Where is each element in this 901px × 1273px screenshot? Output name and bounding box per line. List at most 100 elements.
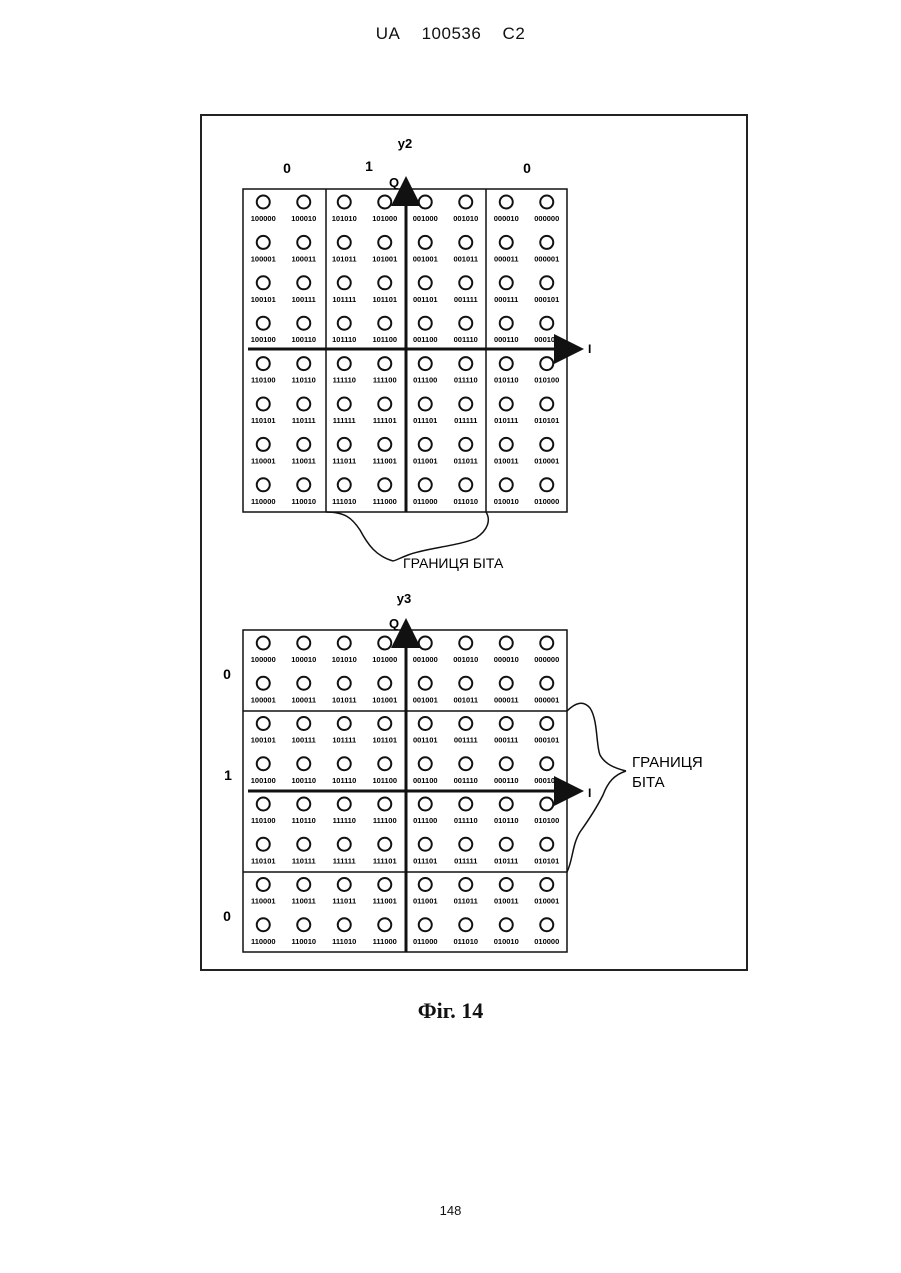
top-point-code: 011010 bbox=[453, 497, 478, 506]
top-point-code: 110100 bbox=[251, 376, 276, 385]
top-point-code: 001110 bbox=[454, 335, 478, 344]
bottom-boundary-bracket bbox=[567, 703, 626, 872]
top-point-code: 010000 bbox=[534, 497, 559, 506]
bottom-point-circle bbox=[540, 878, 553, 891]
top-point-circle bbox=[500, 357, 513, 370]
top-point-circle bbox=[378, 398, 391, 411]
top-point-circle bbox=[378, 478, 391, 491]
bottom-point-circle bbox=[459, 637, 472, 650]
top-column-bit-0: 0 bbox=[283, 160, 291, 176]
bottom-point-code: 000110 bbox=[494, 776, 519, 785]
top-point-circle bbox=[338, 438, 351, 451]
top-point-circle bbox=[297, 236, 310, 249]
bottom-point-code: 101001 bbox=[372, 695, 397, 704]
bottom-point-circle bbox=[297, 637, 310, 650]
top-point-circle bbox=[338, 317, 351, 330]
bottom-point-circle bbox=[419, 757, 432, 770]
top-point-circle bbox=[257, 478, 270, 491]
top-point-circle bbox=[378, 236, 391, 249]
bottom-point-code: 001011 bbox=[453, 695, 478, 704]
bottom-point-code: 000101 bbox=[534, 736, 559, 745]
bottom-point-code: 010101 bbox=[534, 856, 559, 865]
top-point-circle bbox=[419, 478, 432, 491]
bottom-point-circle bbox=[459, 717, 472, 730]
bottom-point-circle bbox=[257, 637, 270, 650]
top-point-circle bbox=[338, 398, 351, 411]
bottom-point-circle bbox=[297, 838, 310, 851]
bottom-point-circle bbox=[500, 918, 513, 931]
bottom-point-code: 101100 bbox=[372, 776, 397, 785]
bottom-point-circle bbox=[419, 637, 432, 650]
figure-caption: Фіг. 14 bbox=[0, 998, 901, 1024]
top-point-code: 011111 bbox=[454, 416, 477, 425]
top-point-code: 110011 bbox=[292, 456, 316, 465]
top-point-circle bbox=[459, 317, 472, 330]
top-point-circle bbox=[500, 196, 513, 209]
bottom-point-code: 111011 bbox=[332, 897, 356, 906]
bottom-point-code: 000010 bbox=[494, 655, 519, 664]
bottom-point-circle bbox=[459, 677, 472, 690]
bottom-point-code: 101110 bbox=[332, 776, 356, 785]
bottom-point-circle bbox=[419, 878, 432, 891]
top-point-circle bbox=[257, 276, 270, 289]
bottom-point-code: 010000 bbox=[534, 937, 559, 946]
bottom-point-code: 110101 bbox=[251, 856, 276, 865]
top-point-circle bbox=[419, 398, 432, 411]
top-point-circle bbox=[257, 398, 270, 411]
top-point-code: 001111 bbox=[454, 295, 478, 304]
bottom-point-circle bbox=[257, 878, 270, 891]
top-point-circle bbox=[459, 478, 472, 491]
top-point-code: 010010 bbox=[494, 497, 519, 506]
top-point-code: 111010 bbox=[332, 497, 356, 506]
top-point-code: 110110 bbox=[292, 376, 316, 385]
top-point-circle bbox=[459, 357, 472, 370]
bottom-point-code: 001101 bbox=[413, 736, 438, 745]
bottom-point-circle bbox=[297, 878, 310, 891]
top-column-bit-1: 1 bbox=[365, 158, 373, 174]
top-point-code: 011001 bbox=[413, 456, 438, 465]
bottom-boundary-label-line2: БІТА bbox=[632, 774, 665, 791]
top-point-code: 111110 bbox=[333, 376, 356, 385]
top-point-code: 001010 bbox=[453, 214, 478, 223]
bottom-point-code: 110010 bbox=[291, 937, 316, 946]
bottom-point-code: 010111 bbox=[494, 856, 518, 865]
top-point-circle bbox=[378, 357, 391, 370]
top-point-circle bbox=[500, 478, 513, 491]
bottom-point-code: 111101 bbox=[373, 856, 397, 865]
bottom-point-code: 101011 bbox=[332, 695, 357, 704]
top-point-code: 111001 bbox=[373, 456, 397, 465]
bottom-point-code: 011101 bbox=[413, 856, 437, 865]
bottom-point-code: 001111 bbox=[454, 736, 478, 745]
bottom-point-code: 111000 bbox=[373, 937, 397, 946]
top-point-circle bbox=[297, 438, 310, 451]
bottom-point-code: 111111 bbox=[333, 856, 356, 865]
bottom-point-code: 011111 bbox=[454, 856, 477, 865]
bottom-row-bit-2: 0 bbox=[223, 908, 231, 924]
top-point-code: 100101 bbox=[251, 295, 276, 304]
bottom-point-circle bbox=[378, 878, 391, 891]
top-point-circle bbox=[500, 236, 513, 249]
top-point-circle bbox=[540, 317, 553, 330]
top-point-circle bbox=[338, 478, 351, 491]
bottom-point-circle bbox=[378, 717, 391, 730]
top-point-circle bbox=[297, 357, 310, 370]
bottom-point-code: 100000 bbox=[251, 655, 276, 664]
top-point-code: 100001 bbox=[251, 254, 276, 263]
top-point-circle bbox=[257, 236, 270, 249]
bottom-point-code: 100101 bbox=[251, 736, 276, 745]
bottom-point-circle bbox=[297, 798, 310, 811]
top-point-code: 010110 bbox=[494, 376, 519, 385]
top-point-code: 010001 bbox=[534, 456, 559, 465]
bottom-point-code: 110100 bbox=[251, 816, 276, 825]
bottom-point-code: 000000 bbox=[534, 655, 559, 664]
bottom-point-circle bbox=[338, 878, 351, 891]
top-point-code: 011011 bbox=[454, 456, 478, 465]
bottom-point-circle bbox=[500, 717, 513, 730]
top-title: y2 bbox=[398, 136, 412, 151]
top-point-circle bbox=[500, 438, 513, 451]
bottom-point-code: 000011 bbox=[494, 695, 519, 704]
bottom-point-circle bbox=[297, 918, 310, 931]
bottom-point-code: 100110 bbox=[291, 776, 316, 785]
top-point-code: 010100 bbox=[534, 376, 559, 385]
page-number: 148 bbox=[0, 1203, 901, 1218]
